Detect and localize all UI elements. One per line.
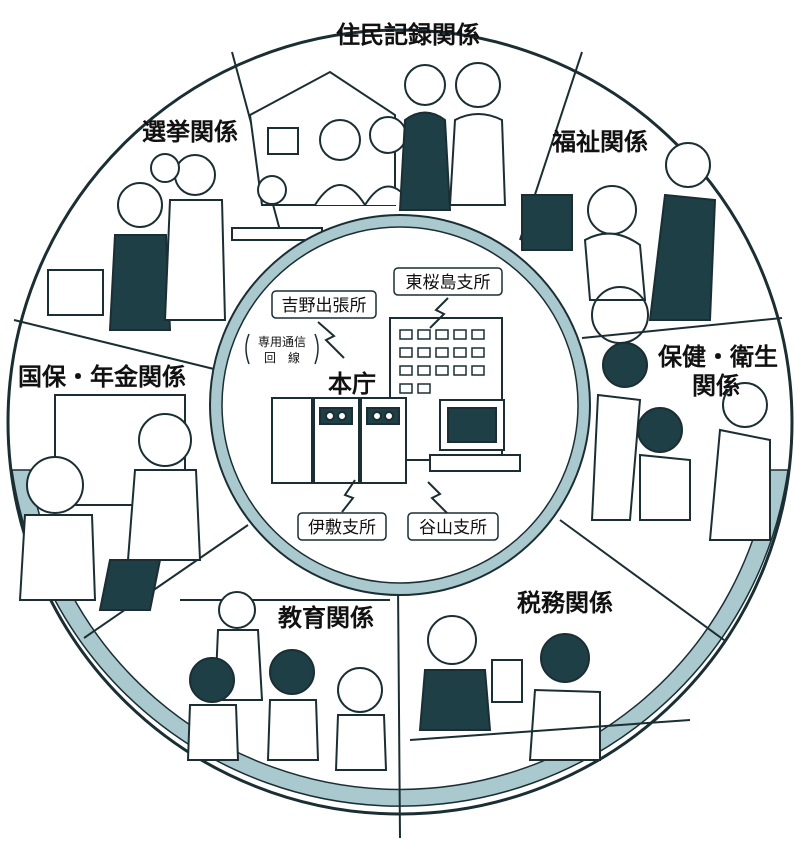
classroom-illustration — [180, 591, 390, 771]
ballot-box-illustration — [47, 153, 323, 331]
sector-labels: 住民記録関係 福祉関係 保健・衛生 関係 税務関係 教育関係 国保・年金関係 選… — [18, 21, 778, 632]
wheelchair-elderly-illustration — [521, 142, 717, 344]
lightning-bolt-icon — [427, 481, 449, 515]
divider-line — [13, 319, 219, 371]
center-title: 本庁 — [328, 370, 376, 398]
office-label-taniyama: 谷山支所 — [419, 518, 487, 538]
sector-label-election: 選挙関係 — [142, 118, 238, 146]
doctor-checkup-illustration — [590, 342, 771, 541]
network-note-line2: 回 線 — [264, 350, 300, 365]
office-label-yoshino: 吉野出張所 — [282, 296, 367, 316]
branch-office-labels: 吉野出張所 東桜島支所 伊敷支所 谷山支所 — [271, 267, 503, 541]
sector-label-health: 保健・衛生 — [657, 343, 778, 371]
communication-lightning-icons — [317, 297, 449, 515]
terminal-monitor-illustration — [429, 399, 521, 472]
sector-label-pension: 国保・年金関係 — [18, 363, 186, 391]
divider-line — [559, 519, 725, 641]
office-label-higashisakurajima: 東桜島支所 — [406, 273, 491, 293]
divider-line — [83, 524, 249, 639]
sector-label-residents: 住民記録関係 — [336, 21, 480, 49]
family-house-illustration — [248, 62, 507, 211]
tax-counter-illustration — [409, 615, 691, 761]
lightning-bolt-icon — [429, 297, 449, 329]
divider-line — [397, 584, 401, 839]
sector-label-health-2: 関係 — [692, 372, 740, 400]
network-note-line1: 専用通信 — [258, 335, 306, 349]
pension-consultation-illustration — [18, 394, 202, 611]
note-bracket-right — [314, 333, 319, 365]
lightning-bolt-icon — [341, 479, 356, 513]
sector-label-welfare: 福祉関係 — [551, 128, 648, 156]
sector-label-education: 教育関係 — [278, 604, 374, 632]
office-label-ishiki: 伊敷支所 — [308, 518, 376, 538]
divider-line — [581, 317, 783, 339]
note-bracket-left — [245, 333, 250, 365]
sector-label-tax: 税務関係 — [517, 589, 613, 617]
lightning-bolt-icon — [317, 321, 345, 359]
mainframe-computer-illustration — [271, 397, 407, 484]
